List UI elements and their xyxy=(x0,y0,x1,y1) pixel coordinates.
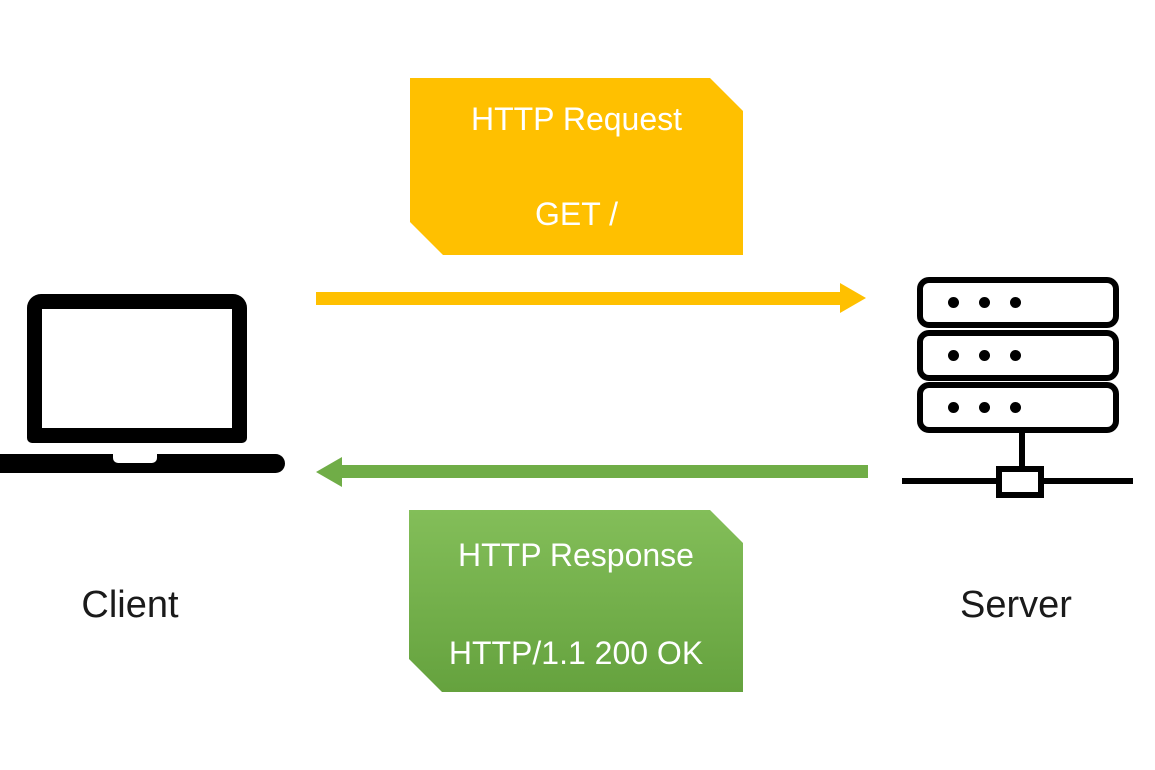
server-dot xyxy=(979,297,990,308)
response-arrow-shaft xyxy=(342,465,868,478)
server-network-stem xyxy=(1019,431,1025,467)
response-arrow-left-icon xyxy=(316,457,342,487)
server-dot xyxy=(948,402,959,413)
request-arrow-shaft xyxy=(316,292,840,305)
server-dot xyxy=(1010,402,1021,413)
server-dot xyxy=(979,402,990,413)
server-label: Server xyxy=(960,584,1072,626)
server-dot xyxy=(1010,297,1021,308)
http-response-detail: HTTP/1.1 200 OK xyxy=(448,635,704,671)
http-request-title: HTTP Request xyxy=(470,101,683,137)
server-unit xyxy=(917,330,1119,381)
laptop-base xyxy=(0,454,285,473)
server-dot xyxy=(948,297,959,308)
server-dot xyxy=(979,350,990,361)
http-request-callout: HTTP Request GET / xyxy=(410,78,743,255)
server-unit xyxy=(917,382,1119,433)
server-dot xyxy=(948,350,959,361)
request-arrow-right-icon xyxy=(840,283,866,313)
http-response-callout: HTTP Response HTTP/1.1 200 OK xyxy=(409,510,743,692)
client-label: Client xyxy=(81,584,179,626)
laptop-screen xyxy=(27,294,247,443)
server-unit xyxy=(917,277,1119,328)
server-dot xyxy=(1010,350,1021,361)
laptop-notch xyxy=(113,454,157,463)
http-response-title: HTTP Response xyxy=(458,537,694,573)
http-request-detail: GET / xyxy=(535,196,618,232)
server-network-node xyxy=(996,466,1044,498)
